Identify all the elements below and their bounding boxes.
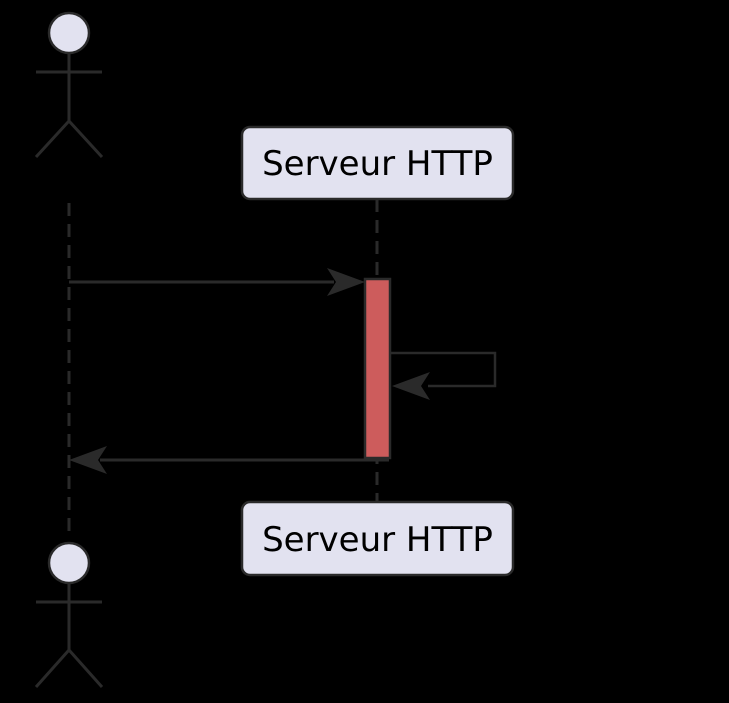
- actor-bottom-leg-right: [67, 649, 104, 688]
- actor-top-head: [47, 11, 91, 55]
- message-self: [390, 351, 497, 400]
- message-self-arrowhead: [392, 372, 430, 400]
- participant-label-bottom: Serveur HTTP: [262, 520, 493, 560]
- activation-bar: [363, 277, 392, 460]
- participant-box-bottom: [240, 500, 515, 577]
- message-return-arrowhead: [69, 446, 107, 474]
- actor-top: [34, 11, 104, 159]
- actor-bottom: [34, 541, 104, 688]
- participant-bottom: Serveur HTTP: [240, 500, 515, 577]
- participant-top: Serveur HTTP: [240, 125, 515, 201]
- message-request: [69, 268, 365, 296]
- actor-top-leg-right: [67, 119, 104, 159]
- message-self-line: [390, 351, 497, 388]
- message-request-arrowhead: [327, 268, 365, 296]
- actor-bottom-head: [47, 541, 91, 585]
- message-return: [69, 446, 389, 474]
- actor-top-leg-left: [34, 119, 71, 159]
- actor-bottom-leg-left: [34, 649, 71, 688]
- participant-label-top: Serveur HTTP: [262, 144, 493, 184]
- participant-box-top: [240, 125, 515, 201]
